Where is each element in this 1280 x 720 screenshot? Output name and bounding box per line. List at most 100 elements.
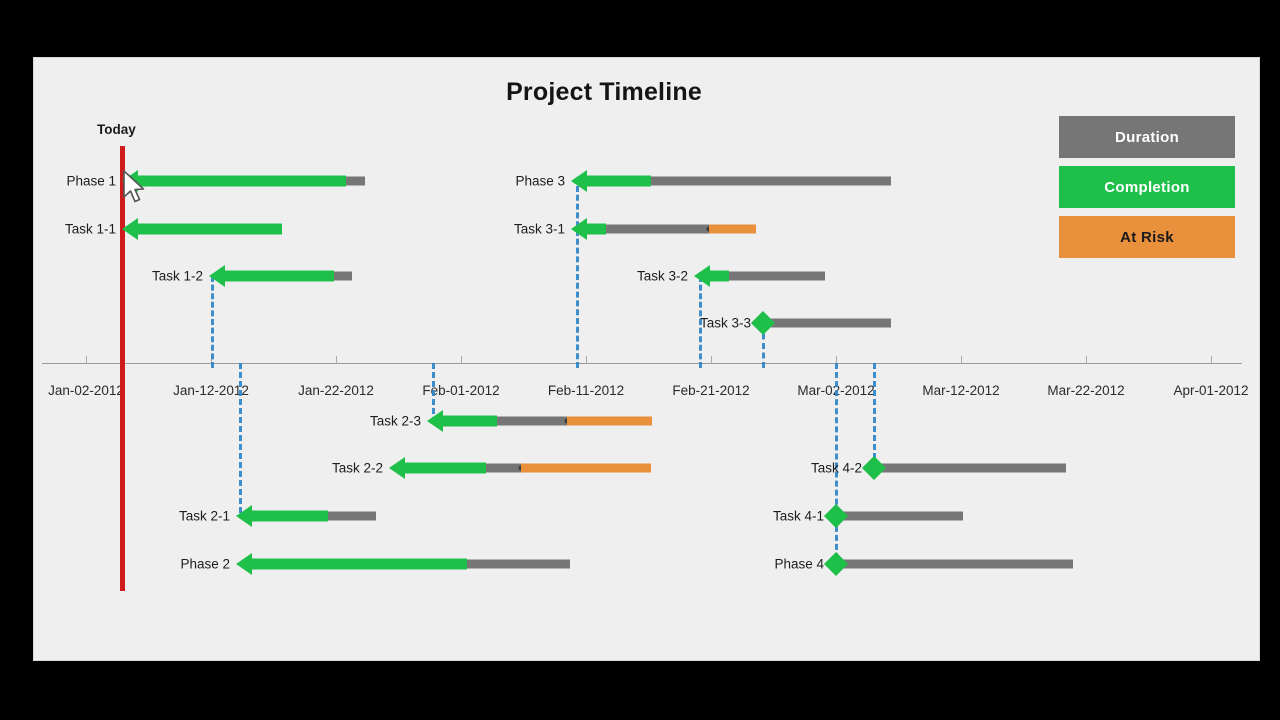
task-row[interactable]: Task 3-2 (637, 265, 904, 287)
completion-bar (223, 270, 334, 282)
completion-bar (403, 462, 486, 474)
task-label-phase1: Phase 1 (66, 173, 116, 189)
completion-bar (136, 223, 282, 235)
task-row[interactable]: Phase 3 (515, 170, 896, 192)
start-arrow-icon (571, 218, 587, 240)
axis-label-7: Mar-12-2012 (922, 383, 1000, 398)
milestone-diamond-icon (861, 455, 887, 481)
milestone-diamond-icon (823, 551, 849, 577)
start-arrow-icon (236, 505, 252, 527)
task-label-phase4: Phase 4 (774, 556, 824, 572)
axis-label-8: Mar-22-2012 (1047, 383, 1125, 398)
axis-label-9: Apr-01-2012 (1173, 383, 1249, 398)
duration-bar (346, 176, 365, 186)
milestone-diamond-icon (750, 310, 776, 336)
duration-bar (729, 271, 825, 281)
dependency-line-task32 (699, 276, 702, 368)
task-row[interactable]: Task 3-1 (514, 218, 761, 240)
axis-label-4: Feb-11-2012 (547, 383, 625, 398)
axis-label-0: Jan-02-2012 (48, 383, 124, 398)
dependency-line-task41 (835, 363, 838, 568)
duration-bar (467, 559, 570, 569)
start-arrow-icon (389, 457, 405, 479)
axis-tick (586, 356, 587, 364)
duration-bar (334, 271, 352, 281)
task-row[interactable]: Task 1-1 (65, 218, 287, 240)
milestone-diamond-icon (823, 503, 849, 529)
axis-label-2: Jan-22-2012 (298, 383, 374, 398)
today-label: Today (97, 122, 136, 137)
task-label-task11: Task 1-1 (64, 221, 116, 237)
axis-label-1: Jan-12-2012 (173, 383, 249, 398)
axis-tick (961, 356, 962, 364)
axis-tick (1086, 356, 1087, 364)
task-label-task33: Task 3-3 (699, 315, 751, 331)
completion-bar (250, 510, 328, 522)
today-line (120, 146, 125, 591)
task-label-task23: Task 2-3 (369, 413, 421, 429)
start-arrow-icon (571, 170, 587, 192)
duration-bar (836, 559, 1073, 569)
completion-bar (585, 223, 606, 235)
duration-bar (763, 318, 891, 328)
duration-bar (874, 463, 1066, 473)
legend-item-duration[interactable]: Duration (1059, 116, 1235, 158)
task-row[interactable]: Phase 4 (774, 551, 1075, 577)
axis-tick (1211, 356, 1212, 364)
task-label-task12: Task 1-2 (151, 268, 203, 284)
duration-bar (486, 463, 521, 473)
axis-label-5: Feb-21-2012 (672, 383, 750, 398)
axis-tick (836, 356, 837, 364)
completion-bar (585, 175, 651, 187)
axis-tick (336, 356, 337, 364)
at-risk-bar (567, 416, 652, 426)
dependency-line-task42 (873, 363, 876, 468)
task-row[interactable]: Task 1-2 (152, 265, 364, 287)
mouse-cursor-icon (123, 170, 145, 203)
page-title: Project Timeline (506, 78, 702, 106)
legend-item-at-risk[interactable]: At Risk (1059, 216, 1235, 258)
axis-tick (86, 356, 87, 364)
start-arrow-icon (209, 265, 225, 287)
task-row[interactable]: Phase 2 (180, 553, 571, 575)
task-row[interactable]: Task 2-1 (179, 505, 381, 527)
task-label-task22: Task 2-2 (331, 460, 383, 476)
completion-bar (441, 415, 497, 427)
task-label-task32: Task 3-2 (636, 268, 688, 284)
task-label-phase2: Phase 2 (180, 556, 230, 572)
task-row[interactable]: Task 4-1 (773, 503, 965, 529)
legend-item-completion[interactable]: Completion (1059, 166, 1235, 208)
dependency-line-task33 (762, 324, 765, 368)
task-label-phase3: Phase 3 (515, 173, 565, 189)
start-arrow-icon (694, 265, 710, 287)
duration-bar (836, 511, 963, 521)
axis-label-3: Feb-01-2012 (422, 383, 500, 398)
task-row[interactable]: Task 2-3 (370, 410, 652, 432)
duration-bar (606, 224, 709, 234)
dependency-line-phase3 (576, 186, 579, 368)
timeline-axis (42, 363, 1242, 364)
completion-bar (708, 270, 729, 282)
task-row[interactable]: Task 3-3 (700, 310, 957, 336)
at-risk-bar (709, 224, 756, 234)
task-label-task41: Task 4-1 (772, 508, 824, 524)
duration-bar (328, 511, 376, 521)
gantt-chart-panel: Project Timeline Jan-02-2012 Jan-12-2012… (33, 57, 1260, 661)
task-row[interactable]: Task 4-2 (811, 455, 1068, 481)
start-arrow-icon (427, 410, 443, 432)
task-row[interactable]: Task 2-2 (332, 457, 651, 479)
axis-tick (461, 356, 462, 364)
axis-tick (711, 356, 712, 364)
start-arrow-icon (122, 218, 138, 240)
duration-bar (651, 176, 891, 186)
start-arrow-icon (236, 553, 252, 575)
dependency-line-task21 (239, 363, 242, 513)
completion-bar (136, 175, 346, 187)
dependency-line-task12 (211, 276, 214, 368)
task-label-task42: Task 4-2 (810, 460, 862, 476)
task-label-task31: Task 3-1 (513, 221, 565, 237)
duration-bar (497, 416, 567, 426)
task-label-task21: Task 2-1 (178, 508, 230, 524)
task-row[interactable]: Phase 1 (66, 170, 372, 192)
